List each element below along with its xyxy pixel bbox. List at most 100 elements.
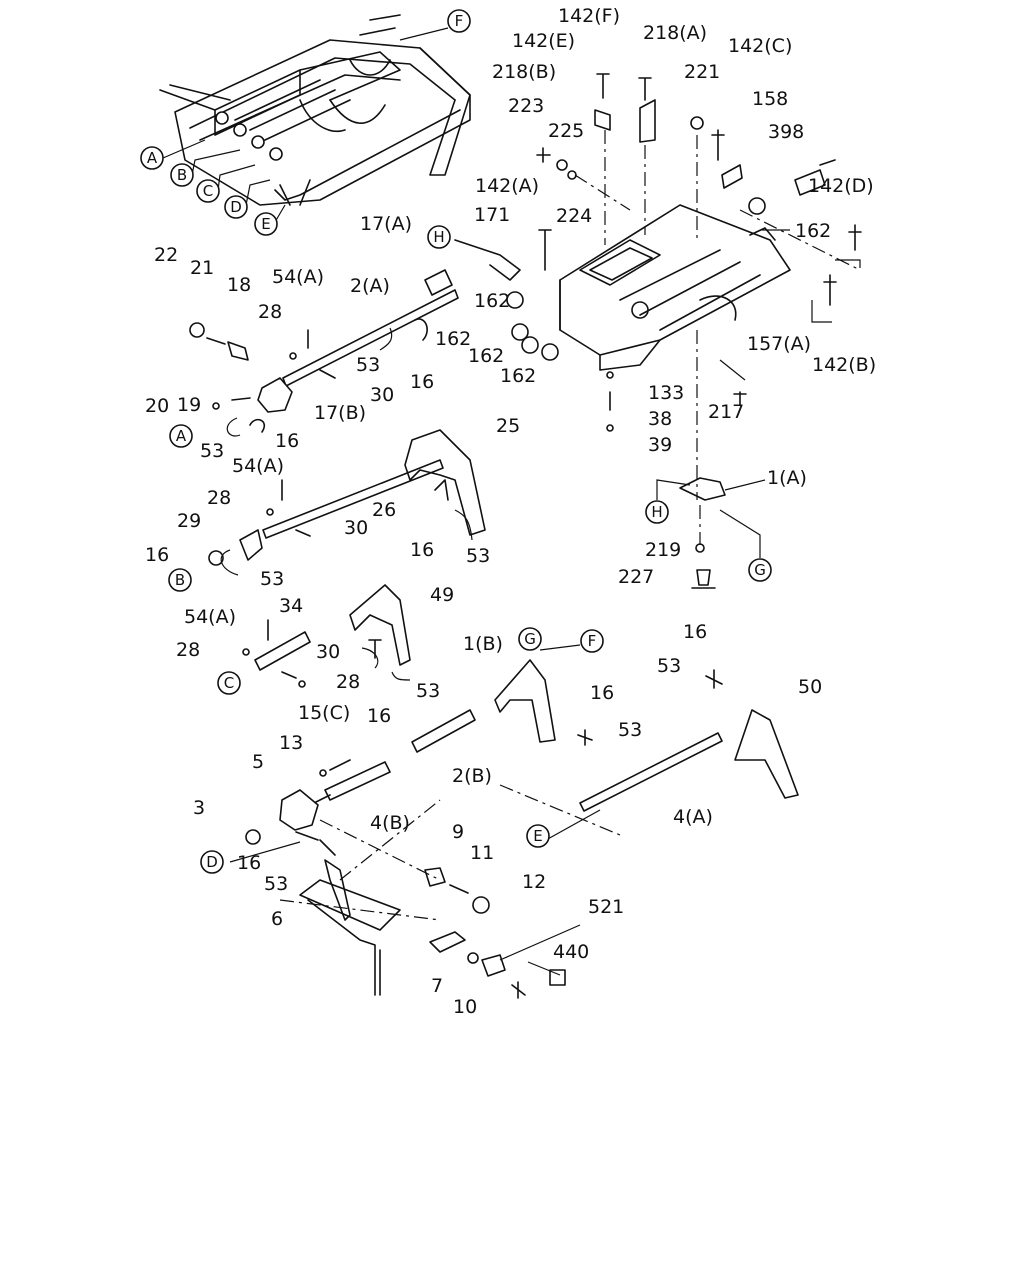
label-4b: 4(B) — [370, 812, 410, 834]
label-34: 34 — [279, 595, 303, 617]
svg-text:E: E — [533, 827, 542, 845]
label-28-2: 28 — [207, 487, 231, 509]
label-16-5: 16 — [367, 705, 391, 727]
label-53-5: 53 — [416, 680, 440, 702]
svg-text:B: B — [175, 571, 185, 589]
svg-text:H: H — [651, 503, 662, 521]
label-12: 12 — [522, 871, 546, 893]
callout-A-1: A — [140, 146, 164, 170]
label-142c: 142(C) — [728, 35, 792, 57]
label-142f: 142(F) — [558, 5, 620, 27]
label-20: 20 — [145, 395, 169, 417]
label-54a-3: 54(A) — [184, 606, 236, 628]
shift-rail-2a-group — [189, 269, 459, 437]
label-158: 158 — [752, 88, 788, 110]
label-30-3: 30 — [316, 641, 340, 663]
label-224: 224 — [556, 205, 592, 227]
label-219: 219 — [645, 539, 681, 561]
cover-assembly — [454, 73, 862, 589]
label-39: 39 — [648, 434, 672, 456]
callout-F-2: F — [580, 629, 604, 653]
label-11: 11 — [470, 842, 494, 864]
svg-text:C: C — [203, 182, 213, 200]
svg-text:F: F — [588, 632, 597, 650]
svg-text:F: F — [455, 12, 464, 30]
label-2a: 2(A) — [350, 275, 390, 297]
callout-D-2: D — [200, 850, 224, 874]
label-2b: 2(B) — [452, 765, 492, 787]
label-6: 6 — [271, 908, 283, 930]
lower-assembly — [229, 644, 799, 999]
label-53-6: 53 — [618, 719, 642, 741]
callout-E-1: E — [254, 212, 278, 236]
callout-G-2: G — [518, 627, 542, 651]
label-26: 26 — [372, 499, 396, 521]
label-53-8: 53 — [264, 873, 288, 895]
label-21: 21 — [190, 257, 214, 279]
callout-A-2: A — [169, 424, 193, 448]
label-16-1: 16 — [410, 371, 434, 393]
label-19: 19 — [177, 394, 201, 416]
label-162a: 162 — [795, 220, 831, 242]
svg-text:A: A — [176, 427, 187, 445]
callout-G-1: G — [748, 558, 772, 582]
label-30-1: 30 — [370, 384, 394, 406]
label-53-2: 53 — [200, 440, 224, 462]
label-9: 9 — [452, 821, 464, 843]
label-227: 227 — [618, 566, 654, 588]
label-142b: 142(B) — [812, 354, 876, 376]
callout-C-1: C — [196, 179, 220, 203]
label-13: 13 — [279, 732, 303, 754]
label-16-4: 16 — [410, 539, 434, 561]
label-53-4: 53 — [466, 545, 490, 567]
label-53-3: 53 — [260, 568, 284, 590]
label-16-6: 16 — [590, 682, 614, 704]
label-157a: 157(A) — [747, 333, 811, 355]
svg-text:G: G — [524, 630, 536, 648]
callout-C-2: C — [217, 671, 241, 695]
label-49: 49 — [430, 584, 454, 606]
assembly-overview — [159, 14, 471, 223]
label-162e: 162 — [500, 365, 536, 387]
label-16-7: 16 — [683, 621, 707, 643]
callout-H-2: H — [645, 500, 669, 524]
label-30-2: 30 — [344, 517, 368, 539]
callout-markers: A B C D E F H A H G B C G F E D — [140, 9, 772, 874]
label-10: 10 — [453, 996, 477, 1018]
label-16-2: 16 — [275, 430, 299, 452]
callout-H-1: H — [427, 225, 451, 249]
label-162d: 162 — [468, 345, 504, 367]
label-162c: 162 — [435, 328, 471, 350]
svg-text:D: D — [206, 853, 218, 871]
label-221: 221 — [684, 61, 720, 83]
label-54a-2: 54(A) — [232, 455, 284, 477]
label-54a-1: 54(A) — [272, 266, 324, 288]
label-16-3: 16 — [145, 544, 169, 566]
label-28-4: 28 — [336, 671, 360, 693]
label-28-1: 28 — [258, 301, 282, 323]
shift-rail-34-group — [242, 584, 411, 688]
label-25: 25 — [496, 415, 520, 437]
label-4a: 4(A) — [673, 806, 713, 828]
shift-rail-26-group — [208, 429, 486, 576]
label-22: 22 — [154, 244, 178, 266]
svg-text:B: B — [177, 166, 187, 184]
callout-E-2: E — [526, 824, 550, 848]
label-5: 5 — [252, 751, 264, 773]
label-15c: 15(C) — [298, 702, 350, 724]
label-53-7: 53 — [657, 655, 681, 677]
svg-text:G: G — [754, 561, 766, 579]
label-162b: 162 — [474, 290, 510, 312]
callout-B-2: B — [168, 568, 192, 592]
label-28-3: 28 — [176, 639, 200, 661]
label-171: 171 — [474, 204, 510, 226]
label-142a: 142(A) — [475, 175, 539, 197]
label-223: 223 — [508, 95, 544, 117]
svg-text:E: E — [261, 215, 270, 233]
label-53-1: 53 — [356, 354, 380, 376]
label-1b: 1(B) — [463, 633, 503, 655]
label-218b: 218(B) — [492, 61, 556, 83]
svg-text:A: A — [147, 149, 158, 167]
label-38: 38 — [648, 408, 672, 430]
